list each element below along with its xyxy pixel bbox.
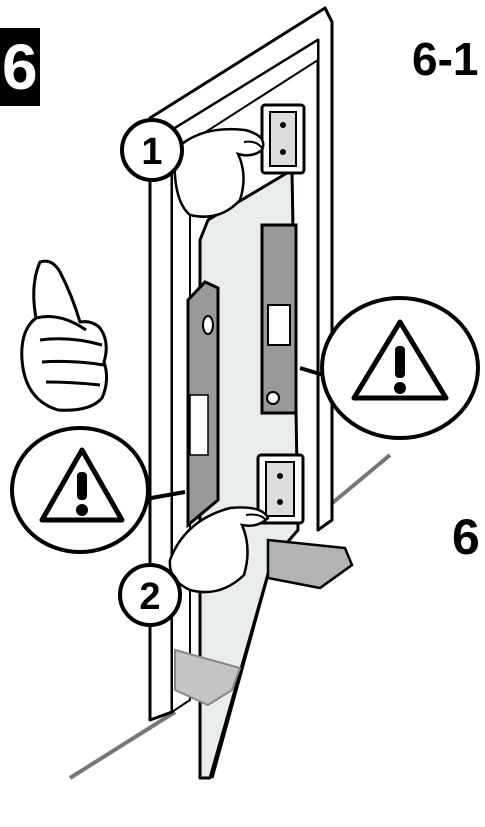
callout-1: 1 <box>120 118 184 182</box>
warning-bubble-lower <box>10 426 186 554</box>
substep-label-bottom: 6 <box>452 509 480 565</box>
floor-block-right <box>266 538 354 590</box>
floor-line-left <box>68 710 177 780</box>
thumbs-up-icon <box>20 259 109 412</box>
callout-2: 2 <box>118 563 182 627</box>
callout-1-label: 1 <box>141 131 162 173</box>
warning-bubble-upper <box>299 296 480 440</box>
hand-bottom-icon <box>168 506 270 594</box>
bottom-hinge <box>256 453 305 525</box>
substep-label-top: 6-1 <box>412 33 479 85</box>
floor-line-right <box>328 453 392 507</box>
warning-triangle-icon <box>39 447 125 523</box>
spirit-level-on-glass <box>186 280 220 529</box>
step-number-badge: 6 <box>0 28 40 106</box>
floor-block-left <box>174 648 242 707</box>
warning-triangle-icon <box>351 319 449 401</box>
spirit-level-vertical <box>260 223 298 415</box>
callout-2-label: 2 <box>139 576 160 618</box>
top-hinge <box>260 103 306 175</box>
hand-top-icon <box>173 128 265 218</box>
